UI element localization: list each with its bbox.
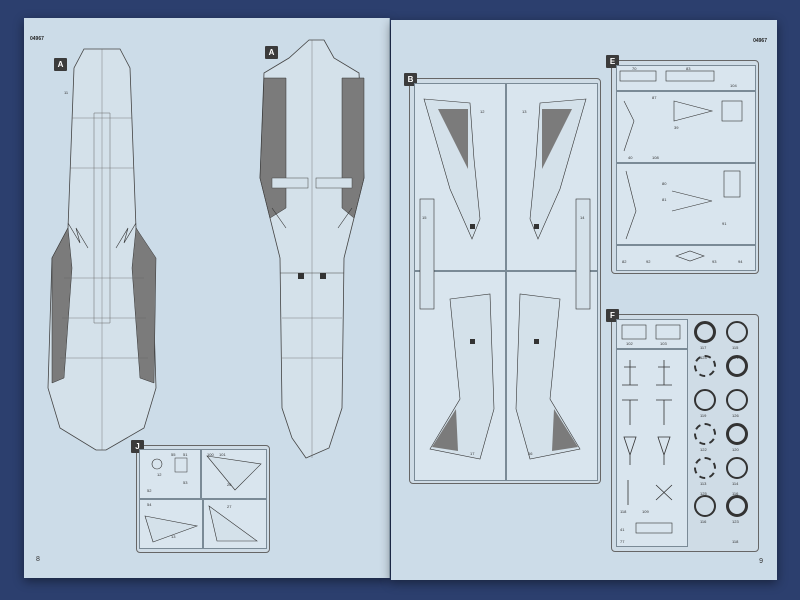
part-label-a-2: A <box>265 46 278 59</box>
part-number: 116 <box>700 519 707 524</box>
part-number: 12 <box>157 472 162 477</box>
sprue-f-cell <box>616 319 688 349</box>
part-number: 14 <box>580 215 585 220</box>
ring-part <box>694 389 716 411</box>
sprue-b-parts-drawing <box>419 98 591 460</box>
part-number: 125 <box>700 491 707 496</box>
part-number: 126 <box>732 413 739 418</box>
sprue-e-cell <box>616 91 756 163</box>
part-number: 118 <box>620 509 627 514</box>
sprue-j: J 55 51 100 101 12 53 52 54 26 27 13 <box>131 440 270 553</box>
part-number: 120 <box>732 447 739 452</box>
ring-part <box>726 355 748 377</box>
sprue-e: E 70 83 104 87 39 40 108 80 81 91 82 92 … <box>606 55 759 274</box>
left-page: 04967 A A 11 11 J <box>24 18 390 578</box>
part-number: 15 <box>422 215 427 220</box>
part-number: 119 <box>700 413 707 418</box>
ring-part <box>726 321 748 343</box>
part-number: 104 <box>730 83 737 88</box>
ring-part <box>726 495 748 517</box>
right-page-code: 04967 <box>753 38 767 44</box>
part-number: 39 <box>674 125 679 130</box>
ring-part <box>694 457 716 479</box>
sprue-e-cell <box>616 65 756 91</box>
part-number: 117 <box>700 345 707 350</box>
ring-part <box>694 423 716 445</box>
right-page-number: 9 <box>759 558 763 565</box>
part-number: 116 <box>732 491 739 496</box>
part-number: 91 <box>722 221 727 226</box>
part-number: 17 <box>470 451 475 456</box>
right-page: 04967 B 12 13 15 14 17 16 <box>391 20 777 580</box>
left-page-number: 8 <box>36 556 40 563</box>
part-number: 113 <box>700 481 707 486</box>
part-number: 92 <box>646 259 651 264</box>
part-number: 118 <box>732 539 739 544</box>
part-number: 93 <box>712 259 717 264</box>
ring-part <box>694 495 716 517</box>
part-number: 100 <box>207 452 214 457</box>
part-number: 94 <box>738 259 743 264</box>
part-number: 13 <box>522 109 527 114</box>
part-number: 83 <box>686 66 691 71</box>
part-number: 40 <box>628 155 633 160</box>
part-number: 70 <box>632 66 637 71</box>
part-number: 77 <box>620 539 625 544</box>
part-number: 81 <box>662 197 667 202</box>
part-label-b: B <box>404 73 417 86</box>
part-number: 87 <box>652 95 657 100</box>
part-number: 41 <box>620 527 625 532</box>
part-number: 122 <box>700 447 707 452</box>
part-number: 16 <box>528 451 533 456</box>
part-number: 80 <box>662 181 667 186</box>
sprue-b: B 12 13 15 14 17 16 <box>404 73 601 484</box>
part-number: 26 <box>227 482 232 487</box>
part-number: 12 <box>480 109 485 114</box>
sprue-j-parts-drawing <box>144 455 262 543</box>
part-number: 101 <box>219 452 226 457</box>
sprue-e-parts-drawing <box>619 70 743 262</box>
part-number: 103 <box>660 341 667 346</box>
sprue-j-cell <box>139 449 201 499</box>
part-label-a-1: A <box>54 58 67 71</box>
ring-part <box>694 355 716 377</box>
ring-part <box>694 321 716 343</box>
sprue-e-cell <box>616 245 756 271</box>
part-number: 52 <box>147 488 152 493</box>
left-page-code: 04967 <box>30 36 44 42</box>
hull-underside-drawing <box>47 39 365 459</box>
part-number: 82 <box>622 259 627 264</box>
part-label-e: E <box>606 55 619 68</box>
ring-part <box>726 423 748 445</box>
part-number: 109 <box>642 509 649 514</box>
sprue-f: F 102 103 117 115 124 121 <box>606 309 759 552</box>
part-label-f: F <box>606 309 619 322</box>
part-number: 53 <box>183 480 188 485</box>
part-number: 114 <box>732 481 739 486</box>
part-number: 102 <box>626 341 633 346</box>
part-number: 27 <box>227 504 232 509</box>
part-number: 54 <box>147 502 152 507</box>
ring-part <box>726 389 748 411</box>
part-number: 124 <box>700 355 707 360</box>
part-number: 115 <box>732 345 739 350</box>
sprue-e-cell <box>616 163 756 245</box>
ring-part <box>726 457 748 479</box>
part-number: 51 <box>183 452 188 457</box>
part-number: 108 <box>652 155 659 160</box>
part-number: 123 <box>732 519 739 524</box>
part-number: 55 <box>171 452 176 457</box>
sprue-f-parts-drawing <box>621 324 681 534</box>
part-number: 11 <box>64 90 69 95</box>
part-number: 13 <box>171 534 176 539</box>
part-number: 121 <box>732 355 739 360</box>
